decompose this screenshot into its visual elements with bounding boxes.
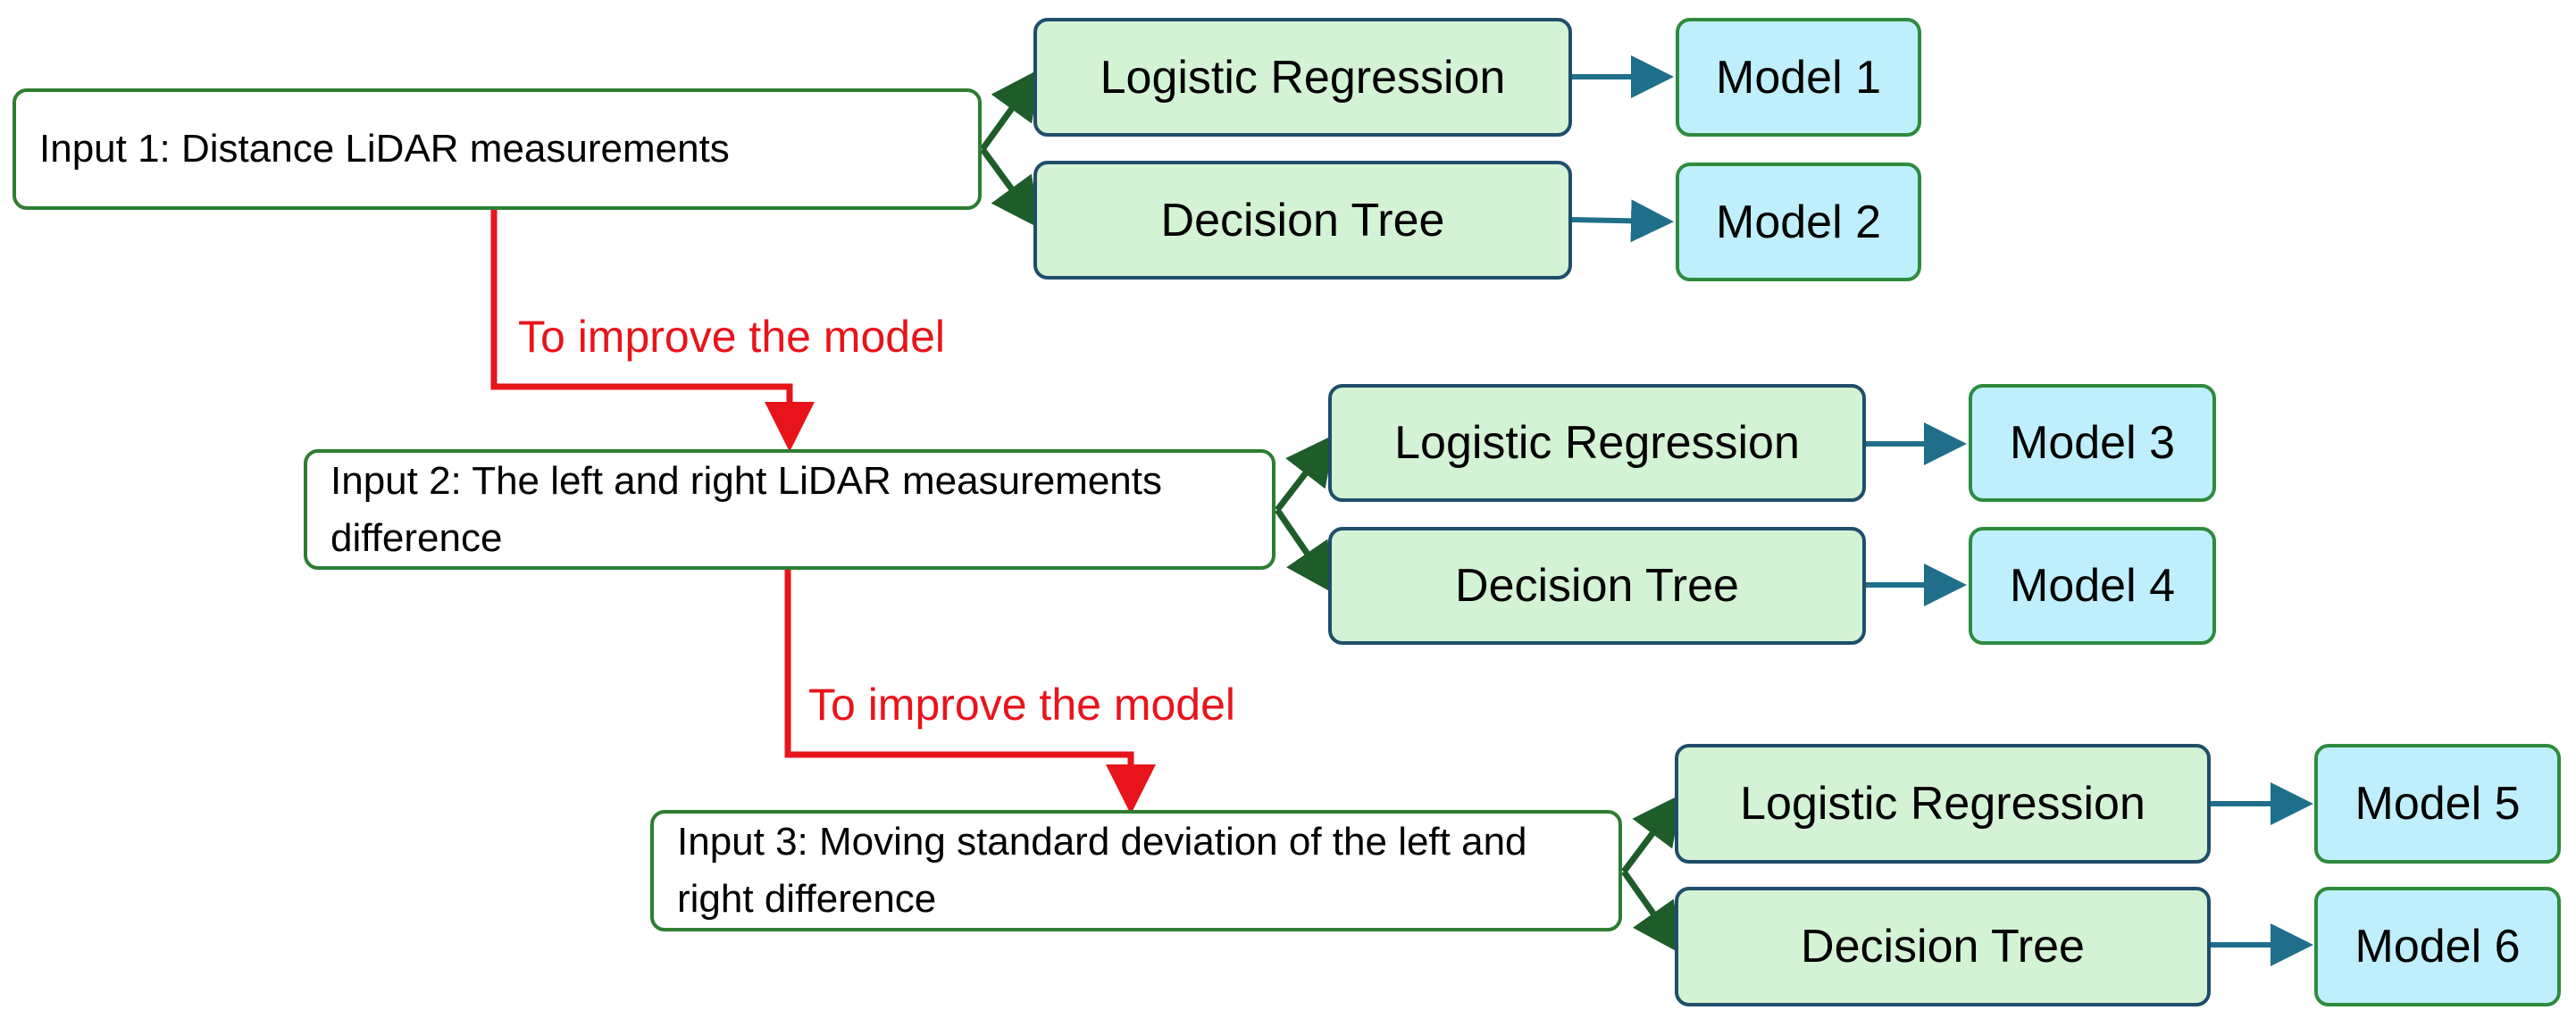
model-box-6: Model 6 [2314,887,2561,1006]
model-label: Model 6 [2354,921,2521,973]
branch-arrow-input1-tree [980,146,1041,230]
method-label: Decision Tree [1455,560,1739,612]
model-box-3: Model 3 [1969,384,2216,502]
model-box-5: Model 5 [2314,744,2561,864]
model-box-2: Model 2 [1676,163,1921,281]
model-label: Model 3 [2010,417,2175,469]
improve-arrow-2 [784,570,1156,814]
model-label: Model 1 [1716,51,1881,104]
improve-label-1: To improve the model [518,312,946,362]
method-label: Decision Tree [1160,194,1445,246]
input-3-label: Input 3: Moving standard deviation of th… [677,820,1527,921]
model-label: Model 4 [2010,560,2175,612]
branch-arrow-input3-logistic [1621,793,1683,874]
method-label: Logistic Regression [1394,417,1800,469]
method-box-decision-tree-3: Decision Tree [1675,887,2211,1006]
method-box-decision-tree-2: Decision Tree [1328,527,1866,645]
branch-arrow-input1-logistic [980,68,1041,152]
branch-arrow-input3-tree [1621,869,1683,955]
method-box-decision-tree-1: Decision Tree [1033,161,1572,280]
model-box-4: Model 4 [1969,527,2216,645]
input-2-label: Input 2: The left and right LiDAR measur… [330,458,1163,560]
method-box-logistic-regression-3: Logistic Regression [1675,744,2211,864]
method-label: Logistic Regression [1740,778,2145,830]
input-1-label: Input 1: Distance LiDAR measurements [39,127,730,171]
result-arrow-model-2 [1571,199,1674,243]
input-box-1: Input 1: Distance LiDAR measurements [13,88,982,210]
input-box-3: Input 3: Moving standard deviation of th… [650,810,1622,931]
branch-arrow-input2-logistic [1275,433,1336,513]
method-box-logistic-regression-2: Logistic Regression [1328,384,1866,502]
method-box-logistic-regression-1: Logistic Regression [1033,18,1572,137]
improve-label-2: To improve the model [808,680,1236,730]
model-label: Model 2 [1716,196,1881,248]
input-box-2: Input 2: The left and right LiDAR measur… [304,449,1275,570]
model-label: Model 5 [2354,778,2521,830]
method-label: Decision Tree [1801,921,2085,973]
improve-arrow-1 [490,210,815,452]
branch-arrow-input2-tree [1275,508,1335,595]
method-label: Logistic Regression [1100,51,1506,104]
model-box-1: Model 1 [1676,18,1921,137]
